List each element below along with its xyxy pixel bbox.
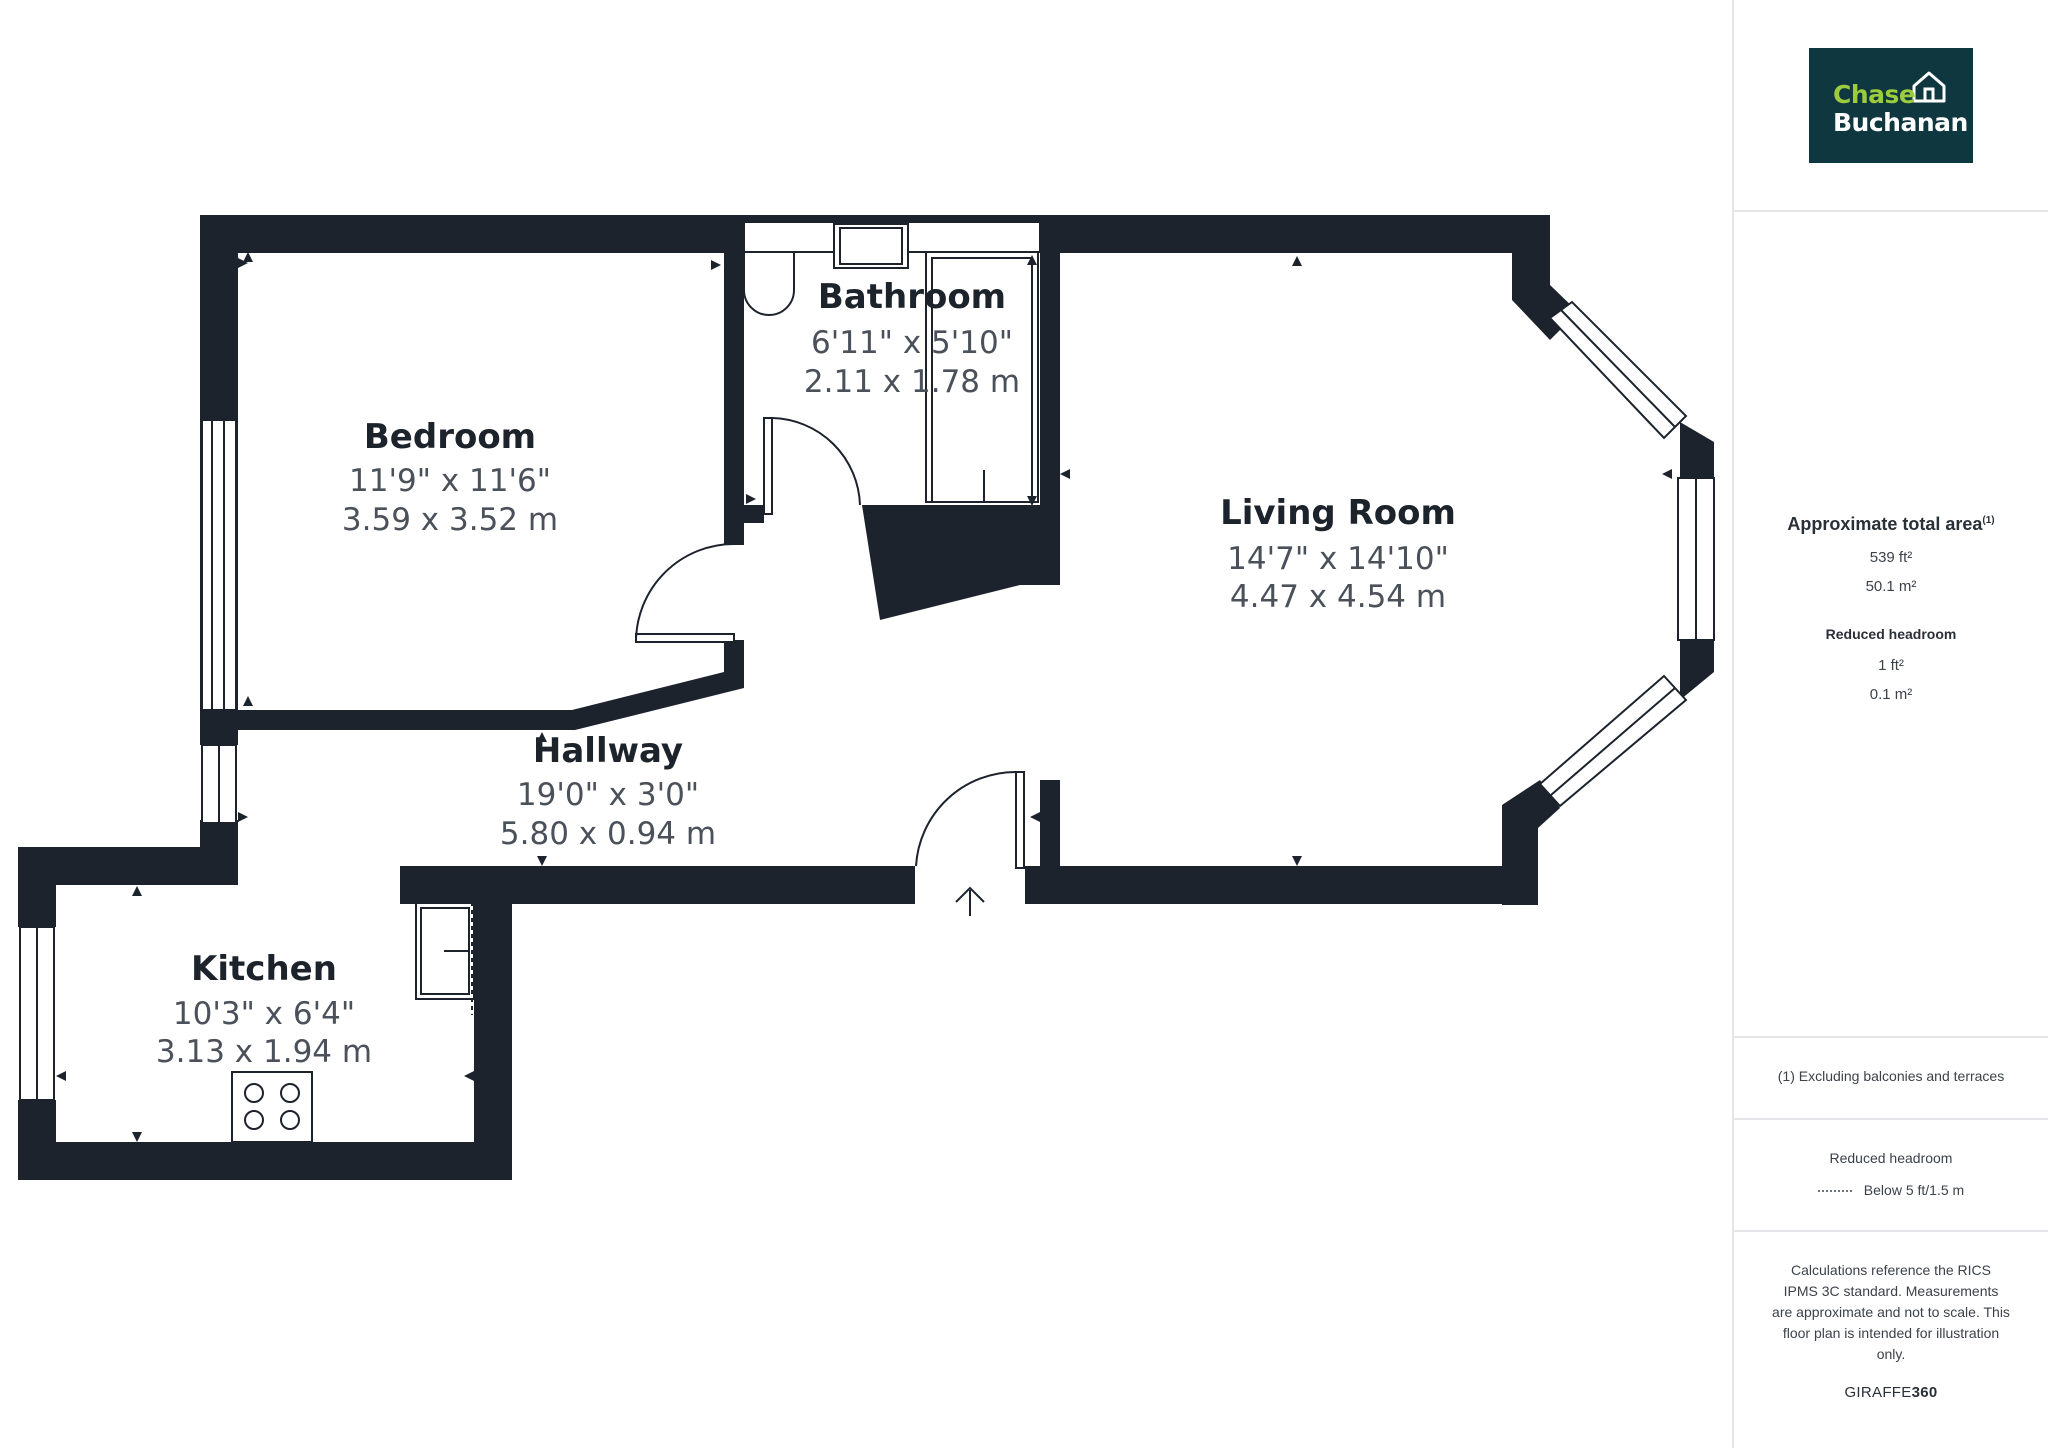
- sink-basin: [839, 227, 903, 265]
- logo-text-buchanan: Buchanan: [1833, 108, 1968, 137]
- living-imperial: 14'7" x 14'10": [1227, 541, 1449, 577]
- room-hallway-label: Hallway 19'0" x 3'0" 5.80 x 0.94 m: [500, 731, 716, 852]
- logo-text-chase: Chase: [1833, 80, 1916, 109]
- bedroom-name: Bedroom: [364, 417, 536, 457]
- room-living-label: Living Room 14'7" x 14'10" 4.47 x 4.54 m: [1220, 493, 1456, 615]
- window-bedroom: [201, 419, 237, 711]
- bathroom-fixtures: [743, 221, 1041, 503]
- area-section: Approximate total area(1) 539 ft² 50.1 m…: [1734, 212, 2048, 1038]
- wall-bedroom-bottom: [238, 672, 744, 730]
- hallway-metric: 5.80 x 0.94 m: [500, 816, 716, 852]
- total-area-sqm: 50.1 m²: [1865, 578, 1917, 595]
- living-metric: 4.47 x 4.54 m: [1230, 579, 1446, 615]
- dimension-markers: [56, 252, 1672, 1142]
- wall-bath-bottom-left: [744, 505, 764, 523]
- toilet: [743, 251, 795, 316]
- company-logo: Chase Buchanan: [1809, 48, 1973, 163]
- giraffe360-brand: GIRAFFE360: [1844, 1384, 1938, 1401]
- dotted-line-icon: [1817, 1190, 1852, 1193]
- reduced-headroom-sqft: 1 ft²: [1878, 657, 1904, 674]
- hob: [231, 1071, 313, 1143]
- reduced-headroom-sqm: 0.1 m²: [1869, 686, 1913, 703]
- wall-bay-corner-top: [1680, 422, 1714, 478]
- room-kitchen-label: Kitchen 10'3" x 6'4" 3.13 x 1.94 m: [156, 949, 372, 1070]
- reduced-headroom-title: Reduced headroom: [1825, 626, 1957, 642]
- footnote: (1) Excluding balconies and terraces: [1777, 1068, 2005, 1084]
- hallway-imperial: 19'0" x 3'0": [517, 777, 699, 813]
- door-living: [1015, 771, 1025, 869]
- floor-plan-drawing: Bedroom 11'9" x 11'6" 3.59 x 3.52 m Bath…: [18, 215, 1715, 1180]
- wall-living-bottom: [1026, 866, 1538, 904]
- house-icon: [1912, 71, 1946, 103]
- kitchen-imperial: 10'3" x 6'4": [173, 996, 355, 1032]
- wall-kitchen-right: [474, 866, 512, 1180]
- legend-section: Reduced headroom Below 5 ft/1.5 m: [1734, 1120, 2048, 1232]
- room-bathroom-label: Bathroom 6'11" x 5'10" 2.11 x 1.78 m: [804, 277, 1020, 400]
- kitchen-metric: 3.13 x 1.94 m: [156, 1034, 372, 1070]
- kitchen-fixtures: [231, 886, 475, 1143]
- wall-living-left-stub: [1040, 780, 1060, 870]
- bathroom-name: Bathroom: [818, 277, 1006, 317]
- total-area-sqft: 539 ft²: [1869, 549, 1913, 566]
- room-bedroom-label: Bedroom 11'9" x 11'6" 3.59 x 3.52 m: [342, 417, 558, 538]
- legend-item: Below 5 ft/1.5 m: [1734, 1182, 2048, 1198]
- info-panel: Chase Buchanan Approximate total area(1)…: [1732, 0, 2048, 1448]
- logo-section: Chase Buchanan: [1734, 0, 2048, 212]
- floor-plan: Bedroom 11'9" x 11'6" 3.59 x 3.52 m Bath…: [18, 215, 1715, 1180]
- bathroom-imperial: 6'11" x 5'10": [811, 325, 1013, 361]
- chimney-breast: [862, 505, 1060, 620]
- bathroom-metric: 2.11 x 1.78 m: [804, 364, 1020, 400]
- legend-title: Reduced headroom: [1829, 1150, 1953, 1166]
- wall-bay-corner-bottom: [1680, 640, 1714, 700]
- wall-kitchen-left-top: [18, 847, 56, 927]
- footnote-section: (1) Excluding balconies and terraces: [1734, 1038, 2048, 1120]
- doors: [635, 417, 1027, 904]
- entrance-arrow-icon: [955, 886, 985, 916]
- bedroom-metric: 3.59 x 3.52 m: [342, 502, 558, 538]
- hallway-name: Hallway: [533, 731, 683, 771]
- bedroom-imperial: 11'9" x 11'6": [349, 463, 551, 499]
- kitchen-name: Kitchen: [191, 949, 337, 989]
- disclaimer-text: Calculations reference the RICS IPMS 3C …: [1772, 1262, 2010, 1362]
- walls: [18, 215, 1714, 1180]
- windows: [19, 300, 1715, 1101]
- living-name: Living Room: [1220, 493, 1456, 533]
- wall-bedroom-bath: [724, 215, 744, 545]
- door-bathroom: [763, 417, 773, 515]
- wall-bath-right: [1040, 215, 1060, 585]
- wall-hall-left-top: [200, 710, 238, 740]
- shower: [925, 251, 1039, 503]
- total-area-title: Approximate total area(1): [1787, 514, 1995, 534]
- disclaimer-section: Calculations reference the RICS IPMS 3C …: [1734, 1232, 2048, 1448]
- wall-stub: [724, 505, 744, 519]
- wall-kitchen-bottom: [18, 1142, 512, 1180]
- door-bedroom: [635, 633, 735, 643]
